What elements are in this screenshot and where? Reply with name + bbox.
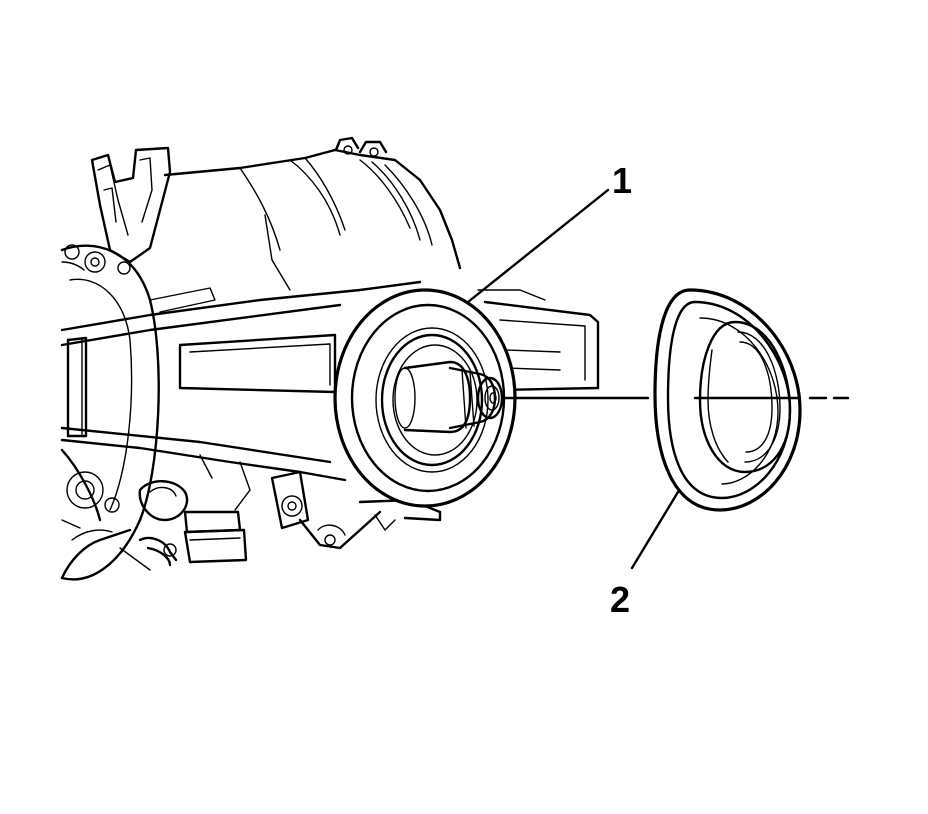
callout-1: 1 xyxy=(612,160,632,201)
leader-lines xyxy=(466,188,680,570)
leader-line-2 xyxy=(630,490,680,570)
differential-housing xyxy=(60,136,600,581)
pinion-seal-bore xyxy=(333,288,517,508)
pinion-oil-seal xyxy=(653,288,802,512)
leader-line-1 xyxy=(466,188,610,304)
callout-2: 2 xyxy=(610,579,630,620)
